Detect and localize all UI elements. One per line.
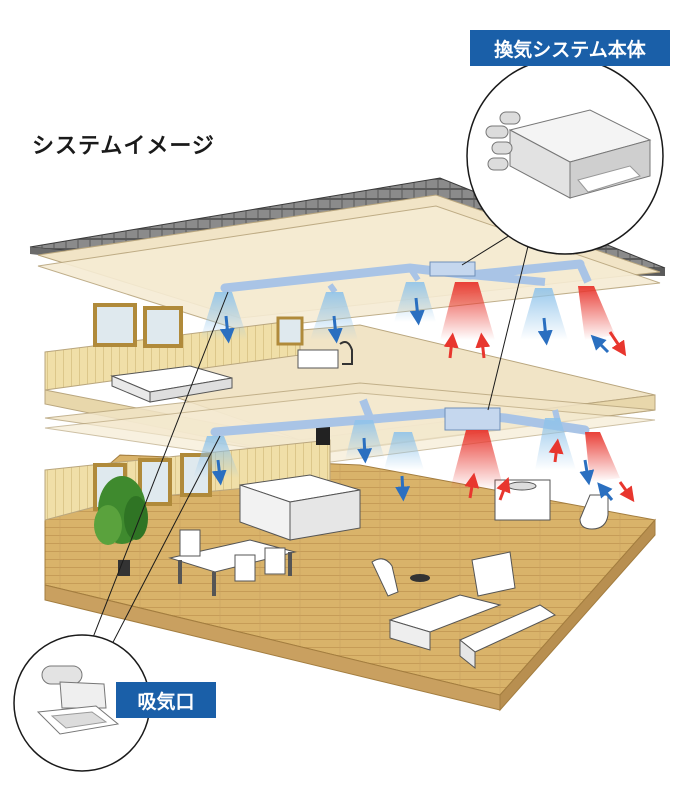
airflow-upper <box>200 282 627 359</box>
callout-lines <box>91 231 531 649</box>
window <box>138 458 172 506</box>
air-inlet-callout <box>13 634 151 772</box>
tv <box>316 425 330 445</box>
air-inlet-label: 吸気口 <box>116 682 216 718</box>
ventilation-unit-icon <box>485 109 652 199</box>
window <box>276 316 304 346</box>
hvac-unit-lower <box>444 407 501 431</box>
sofa-set <box>371 551 557 670</box>
bed <box>110 365 233 403</box>
lower-floor <box>44 425 656 712</box>
hvac-unit-upper <box>429 261 476 277</box>
window <box>143 306 183 348</box>
air-inlet-icon <box>36 665 120 735</box>
washbasin <box>494 479 551 521</box>
ventilation-unit-label: 換気システム本体 <box>470 30 670 66</box>
main-unit-callout <box>466 57 664 255</box>
potted-plant <box>94 476 148 576</box>
dining-table <box>168 529 297 596</box>
airflow-lower <box>193 418 635 503</box>
diagram-title: システムイメージ <box>32 134 215 159</box>
kitchen-counter <box>239 474 361 541</box>
window <box>93 303 137 347</box>
toilet <box>579 494 609 530</box>
